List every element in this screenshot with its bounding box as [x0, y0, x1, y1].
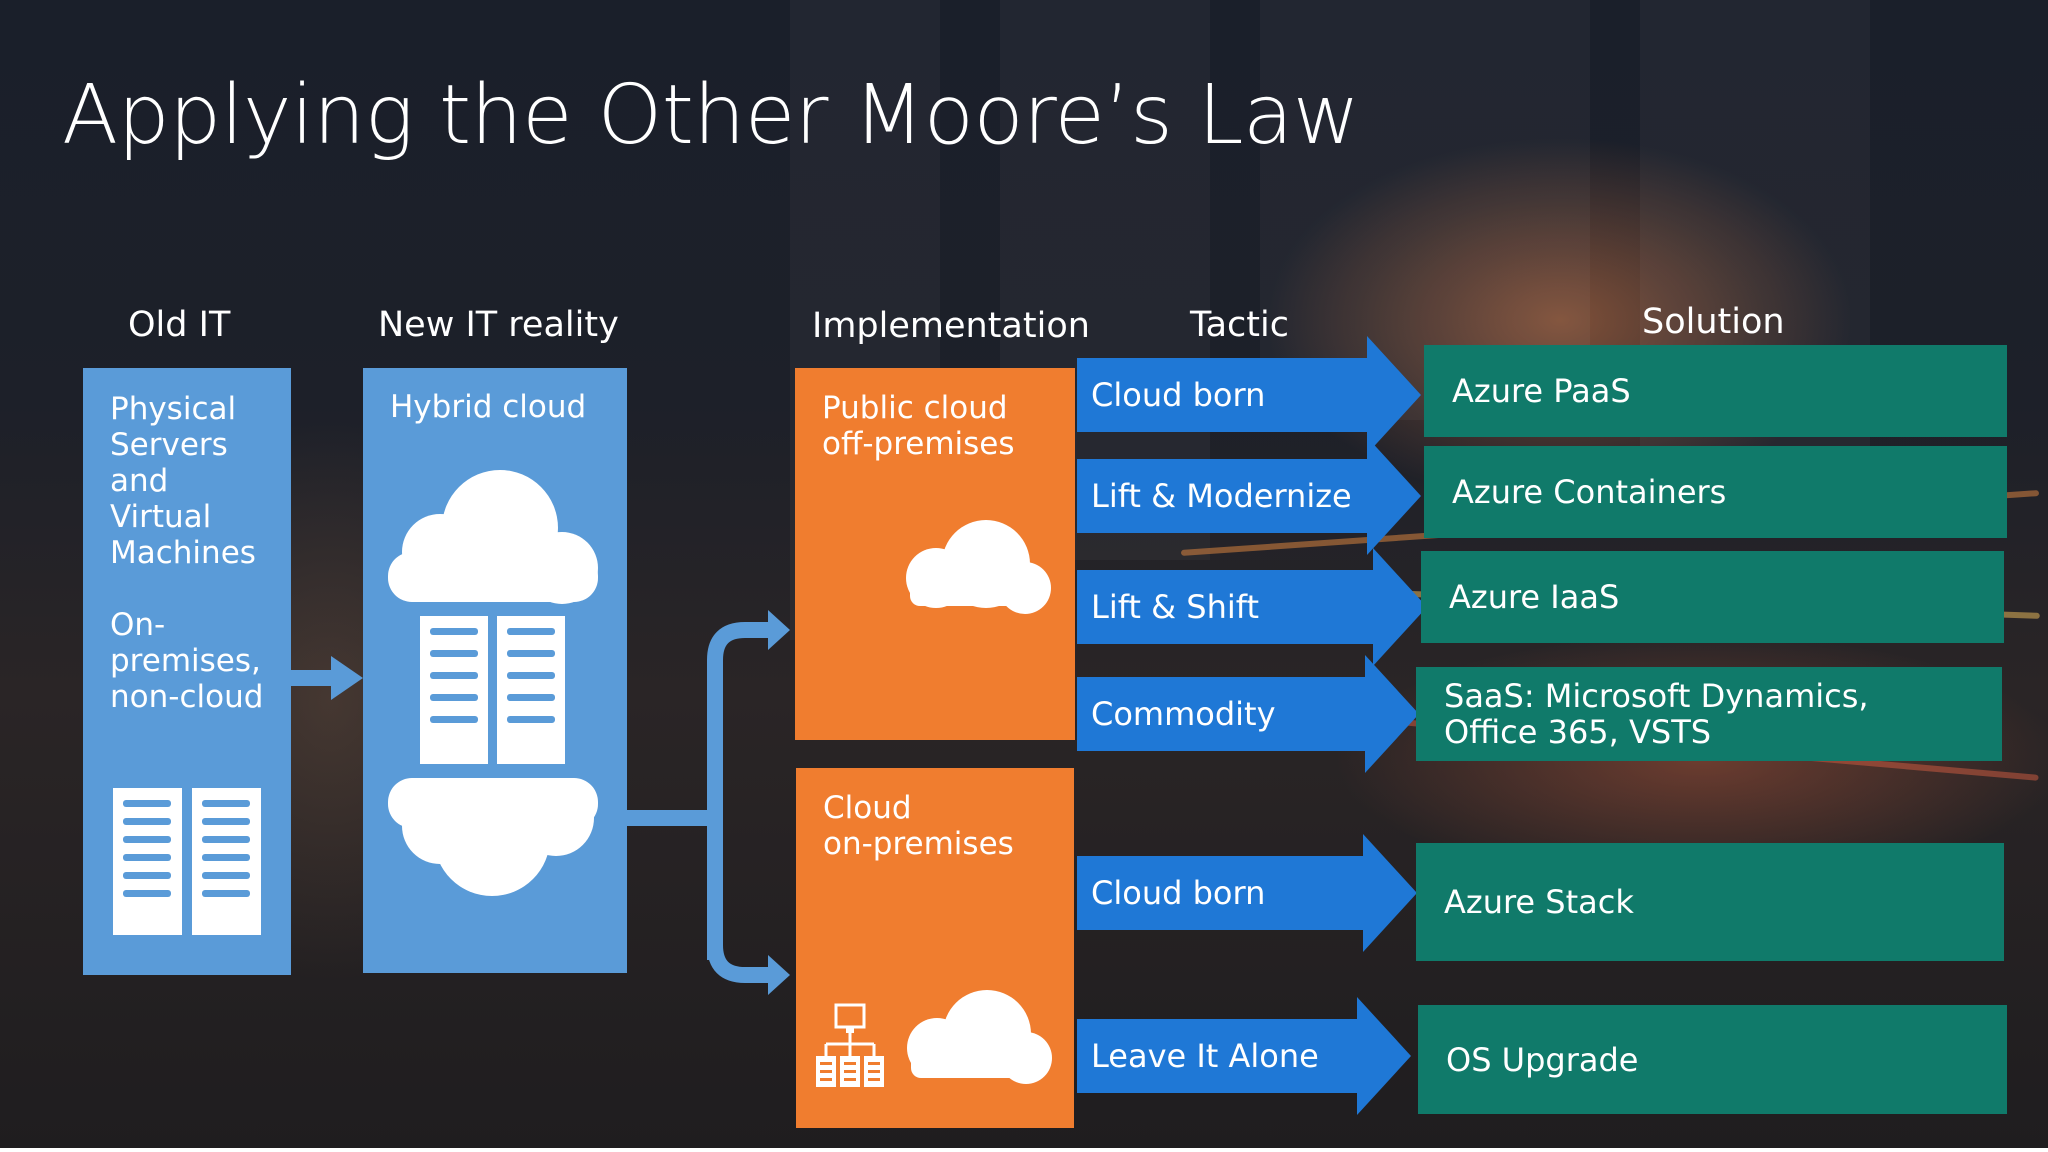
tactic-label: Cloud born [1091, 376, 1266, 414]
solution-label: Azure Containers [1452, 473, 1727, 511]
arrow-head [1365, 655, 1419, 773]
old-it-line: Physical [110, 391, 237, 427]
tactic-label: Lift & Modernize [1091, 477, 1352, 515]
arrow-head [1373, 548, 1427, 666]
cloud-icon [388, 470, 598, 604]
tactic-arrow: Leave It Alone [1077, 997, 1411, 1115]
tactic-label: Leave It Alone [1091, 1037, 1319, 1075]
old-it-line: and [110, 463, 169, 499]
tactic-label: Lift & Shift [1091, 588, 1259, 626]
solution-box: Azure PaaS [1424, 345, 2007, 437]
network-hierarchy-icon [816, 1003, 884, 1087]
cloud-onprem-line: on-premises [823, 826, 1014, 862]
solution-box: Azure IaaS [1421, 551, 2004, 643]
old-it-line: non-cloud [110, 679, 264, 715]
tactic-arrow: Cloud born [1077, 834, 1417, 952]
arrow-head [1367, 437, 1421, 555]
tactic-arrow: Commodity [1077, 655, 1419, 773]
slide-title: Applying the Other Moore’s Law [62, 68, 1360, 163]
server-rack-icon [113, 788, 261, 935]
old-it-line: Servers [110, 427, 228, 463]
solution-box: SaaS: Microsoft Dynamics,Office 365, VST… [1416, 667, 2002, 761]
bottom-border [0, 1148, 2048, 1152]
tactic-arrow: Lift & Modernize [1077, 437, 1421, 555]
solution-label: Azure IaaS [1449, 578, 1620, 616]
arrow-head [1363, 834, 1417, 952]
solution-box: Azure Stack [1416, 843, 2004, 961]
tactic-arrow: Cloud born [1077, 336, 1421, 454]
header-old-it: Old IT [128, 305, 231, 345]
branch-arrow-head [768, 610, 790, 650]
cloud-icon [907, 990, 1052, 1084]
cloud-onprem-line: Cloud [823, 790, 912, 826]
branch-connector [627, 622, 770, 983]
arrow-head [1357, 997, 1411, 1115]
solution-box: Azure Containers [1424, 446, 2007, 538]
solution-label: OS Upgrade [1446, 1040, 1639, 1079]
tactic-arrow: Lift & Shift [1077, 548, 1427, 666]
branch-arrow-head [768, 955, 790, 995]
public-cloud-line: off-premises [822, 426, 1015, 462]
header-new-it-reality: New IT reality [378, 305, 619, 345]
solution-box: OS Upgrade [1418, 1005, 2007, 1114]
connector-arrow [291, 656, 363, 700]
server-rack-icon [420, 616, 565, 764]
new-it-label: Hybrid cloud [390, 389, 587, 425]
solution-label: SaaS: Microsoft Dynamics,Office 365, VST… [1444, 677, 1869, 751]
old-it-line: Virtual [110, 499, 212, 535]
solution-label: Azure Stack [1444, 883, 1634, 921]
public-cloud-line: Public cloud [822, 390, 1008, 426]
old-it-line: On- [110, 607, 166, 643]
cloud-icon [906, 520, 1051, 614]
old-it-line: premises, [110, 643, 261, 679]
tactic-label: Commodity [1091, 695, 1276, 733]
header-implementation: Implementation [812, 306, 1090, 346]
arrow-head [1367, 336, 1421, 454]
solution-label: Azure PaaS [1452, 372, 1631, 410]
old-it-line: Machines [110, 535, 256, 571]
cloud-icon [388, 778, 598, 896]
tactic-label: Cloud born [1091, 874, 1266, 912]
header-tactic: Tactic [1190, 305, 1289, 345]
header-solution: Solution [1642, 302, 1785, 342]
